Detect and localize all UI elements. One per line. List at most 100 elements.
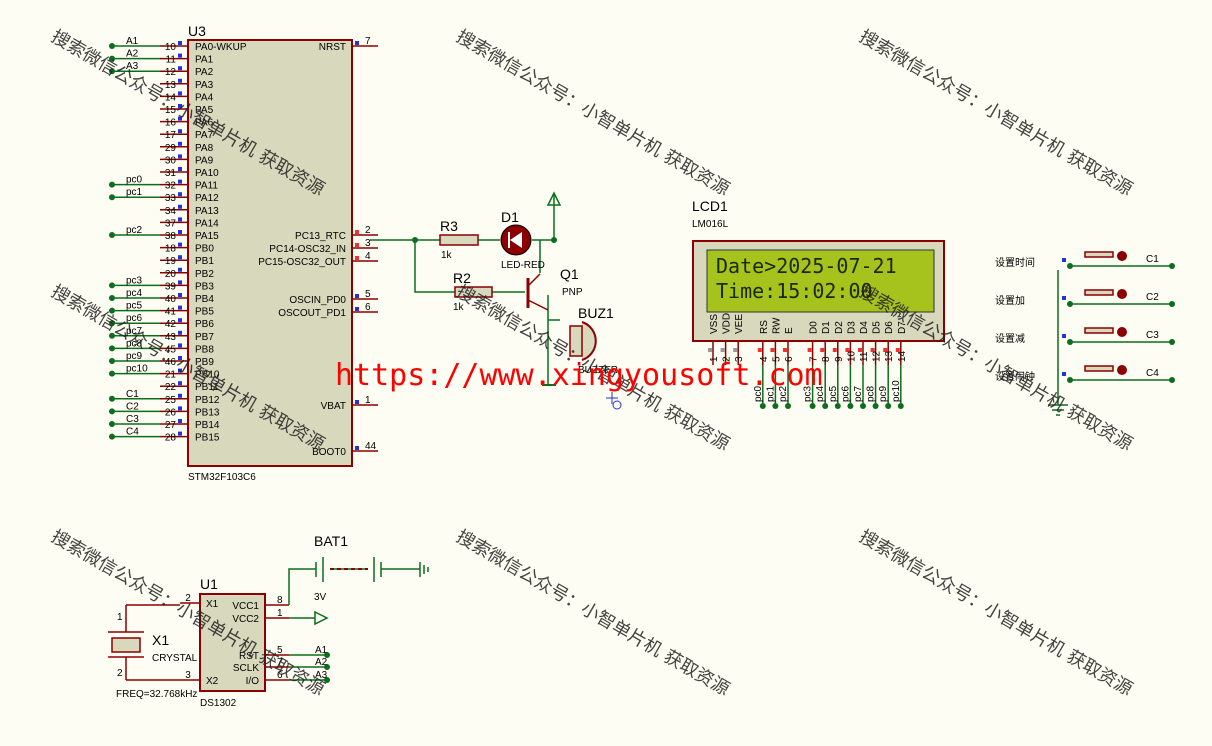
indicator-wires	[370, 195, 560, 385]
u1-pin-number: 6	[277, 670, 283, 681]
net-label: A3	[315, 670, 328, 681]
button-contact-icon	[1117, 327, 1127, 337]
u3-pin-name: PA8	[195, 143, 214, 154]
net-label: pc8	[866, 385, 877, 402]
r2-resistor[interactable]	[454, 286, 493, 298]
u1-pin-name: RST	[239, 651, 259, 662]
u3-pin-number: 14	[165, 92, 177, 103]
buz1-ref: BUZ1	[578, 305, 614, 321]
lcd-part: LM016L	[692, 219, 729, 230]
net-label: pc9	[878, 385, 889, 402]
junction-dot	[109, 307, 115, 314]
net-label: A2	[126, 49, 139, 60]
lcd-pin-number: 12	[872, 350, 883, 362]
junction-dot	[109, 55, 115, 62]
pin-marker	[757, 348, 762, 352]
button-cap[interactable]	[1084, 327, 1114, 334]
junction-dot	[109, 282, 115, 289]
buz1-body	[569, 325, 583, 357]
lcd-ref: LCD1	[692, 198, 728, 214]
u3-pin-name: OSCIN_PD0	[289, 295, 346, 306]
pin-marker	[355, 243, 359, 247]
pin-marker	[770, 348, 775, 352]
lcd-pin-number: 6	[784, 356, 795, 362]
u3-pin-number: 18	[165, 244, 177, 255]
lcd-pin-name: D6	[884, 321, 895, 334]
pin-marker	[832, 348, 837, 352]
u3-pin-number: 6	[365, 302, 371, 313]
pin-marker	[178, 179, 182, 184]
button-label: 设置闹钟	[995, 370, 1035, 383]
u3-pin-name: PA6	[195, 118, 214, 129]
q1-transistor-icon	[527, 273, 549, 311]
u3-pin-number: 45	[165, 344, 177, 355]
net-label: pc4	[126, 288, 143, 299]
u3-pin-name: PB3	[195, 281, 214, 292]
u1-pin-number: 5	[277, 645, 283, 656]
pin-marker	[1062, 372, 1066, 376]
junction-dot	[872, 403, 879, 409]
bat1-ref: BAT1	[314, 533, 348, 549]
lcd-screen	[706, 249, 935, 313]
junction-dot	[551, 237, 557, 243]
power-terminal-icon	[289, 610, 329, 626]
lcd-pin-name: E	[784, 327, 795, 334]
u3-pin-number: 28	[165, 433, 177, 444]
button-cap[interactable]	[1084, 251, 1114, 258]
u3-pin-number: 32	[165, 181, 177, 192]
junction-dot	[1067, 301, 1073, 307]
u3-pin-name: PB5	[195, 307, 214, 318]
bat1-battery[interactable]: BAT1 3V	[288, 533, 429, 605]
button-cap[interactable]	[1084, 289, 1114, 296]
u3-pin-number: 13	[165, 80, 177, 91]
u3-pin-name: PB10	[195, 370, 220, 381]
u1-pin-number: 8	[277, 595, 283, 606]
junction-dot	[109, 320, 115, 327]
junction-dot	[759, 403, 766, 409]
junction-dot	[109, 421, 115, 427]
pin-marker	[178, 356, 182, 360]
u3-pin-number: 11	[166, 55, 177, 66]
x1-crystal[interactable]: X1 CRYSTAL FREQ=32.768kHz 1 2	[108, 604, 198, 700]
pin-marker	[178, 104, 182, 108]
u3-pin-name: PA14	[195, 218, 219, 229]
u3-pin-number: 17	[165, 130, 177, 141]
u3-pin-number: 12	[165, 67, 177, 78]
u3-pin-name: PB15	[195, 433, 220, 444]
u3-pin-number: 41	[165, 307, 177, 318]
r3-resistor[interactable]	[439, 234, 479, 246]
net-label: A3	[126, 61, 139, 72]
buz1-buzzer-icon[interactable]	[581, 321, 597, 361]
pin-marker	[178, 53, 182, 58]
pin-marker	[178, 242, 182, 247]
net-label: pc7	[853, 385, 864, 402]
pin-marker	[178, 167, 182, 171]
net-label: pc3	[803, 385, 814, 402]
pin-marker	[1062, 258, 1066, 262]
u3-pin-name: PA13	[195, 206, 219, 217]
button-cap[interactable]	[1084, 365, 1114, 372]
u3-pin-name: PC14-OSC32_IN	[269, 244, 346, 255]
lcd1-display[interactable]: LCD1 LM016L Date>2025-07-21 Time:15:02:0…	[692, 198, 945, 409]
u3-ref: U3	[188, 23, 206, 39]
u3-pin-number: 29	[165, 143, 177, 154]
pin-marker	[178, 368, 182, 373]
lcd-pin-number: 9	[834, 356, 845, 362]
button-label: 设置时间	[995, 256, 1035, 269]
junction-dot	[834, 403, 841, 409]
lcd-pin-number: 3	[734, 356, 745, 362]
u3-pin-name: PB8	[195, 344, 214, 355]
u3-pin-number: 4	[365, 251, 371, 262]
u3-pin-number: 43	[165, 332, 177, 343]
ground-icon	[1048, 404, 1068, 416]
lcd-pin-number: 10	[846, 350, 857, 362]
d1-led-arrow	[510, 232, 522, 248]
u1-pin-name: VCC1	[232, 601, 259, 612]
pin-marker	[355, 400, 359, 404]
u3-pin-name: PA15	[195, 231, 219, 242]
pin-marker	[1062, 296, 1066, 300]
junction-dot	[109, 358, 115, 364]
